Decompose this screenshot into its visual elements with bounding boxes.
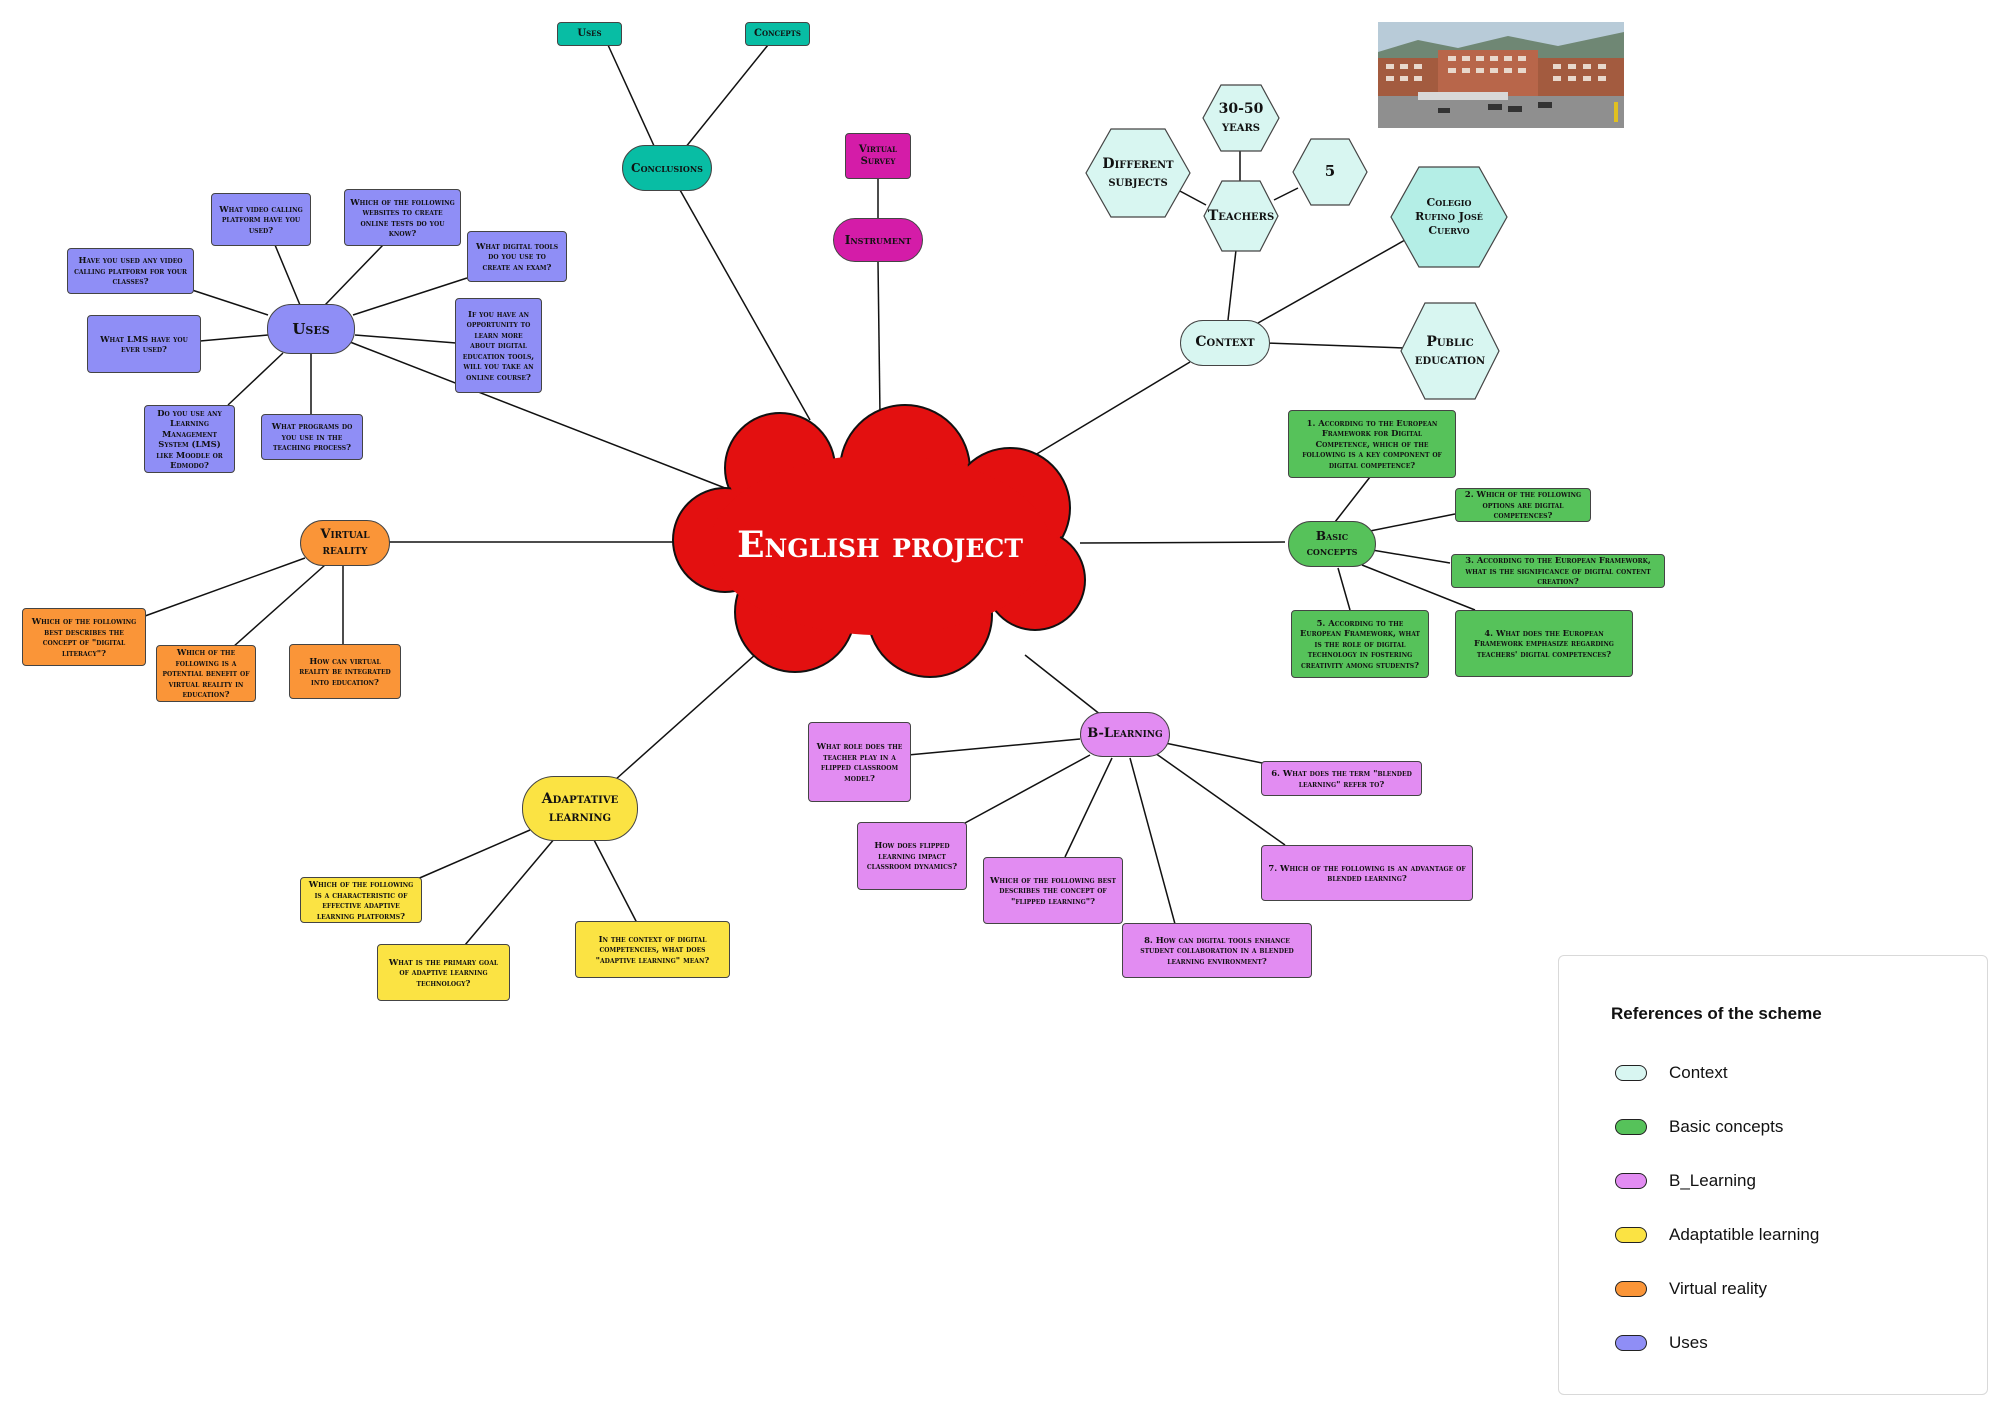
uses-question-online-course: If you have an opportunity to learn more… — [455, 298, 542, 393]
uses-question-video-platform: What video calling platform have you use… — [211, 193, 311, 246]
blearning-question-dynamics: How does flipped learning impact classro… — [857, 822, 967, 890]
basic-question-3: 3. According to the European Framework, … — [1451, 554, 1665, 588]
legend-swatch — [1615, 1173, 1647, 1189]
public-education-label: Public education — [1414, 333, 1486, 368]
uses-question-exam-tools: What digital tools do you use to create … — [467, 231, 567, 282]
legend-swatch — [1615, 1281, 1647, 1297]
teachers-label: Teachers — [1207, 207, 1275, 224]
legend-panel: References of the scheme Context Basic c… — [1558, 955, 1988, 1395]
legend-swatch — [1615, 1119, 1647, 1135]
school-label: Colegio Rufino José Cuervo — [1415, 195, 1483, 238]
blearning-question-7: 7. Which of the following is an advantag… — [1261, 845, 1473, 901]
legend-label: Basic concepts — [1669, 1117, 1784, 1136]
legend-label: Context — [1669, 1063, 1728, 1082]
blearning-question-flipped: Which of the following best describes th… — [983, 857, 1123, 924]
uses-question-programs: What programs do you use in the teaching… — [261, 414, 363, 460]
adaptative-learning-node: Adaptative learning — [522, 776, 638, 841]
basic-question-5: 5. According to the European Framework, … — [1291, 610, 1429, 678]
blearning-question-8: 8. How can digital tools enhance student… — [1122, 923, 1312, 978]
blearning-question-6: 6. What does the term "blended learning"… — [1261, 761, 1422, 796]
legend-item-uses: Uses — [1615, 1331, 1708, 1355]
legend-label: Adaptatible learning — [1669, 1225, 1820, 1244]
basic-question-4: 4. What does the European Framework emph… — [1455, 610, 1633, 677]
legend-item-context: Context — [1615, 1061, 1728, 1085]
uses-node: Uses — [267, 304, 355, 354]
uses-question-lms: What LMS have you ever used? — [87, 315, 201, 373]
instrument-node: Instrument — [833, 218, 923, 262]
legend-swatch — [1615, 1227, 1647, 1243]
adaptative-question-goal: What is the primary goal of adaptive lea… — [377, 944, 510, 1001]
basic-concepts-node: Basic concepts — [1288, 521, 1376, 567]
subjects-hex: Different subjects — [1085, 128, 1191, 218]
public-education-hex: Public education — [1400, 302, 1500, 400]
legend-label: Virtual reality — [1669, 1279, 1767, 1298]
center-title: English project — [737, 524, 1023, 566]
age-label: 30-50 years — [1218, 100, 1264, 135]
conclusions-uses-node: Uses — [557, 22, 622, 46]
school-hex: Colegio Rufino José Cuervo — [1390, 166, 1508, 268]
legend-swatch — [1615, 1065, 1647, 1081]
uses-question-lms-moodle: Do you use any Learning Management Syste… — [144, 405, 235, 473]
count-label: 5 — [1324, 162, 1336, 181]
basic-question-1: 1. According to the European Framework f… — [1288, 410, 1456, 478]
legend-item-virtual-reality: Virtual reality — [1615, 1277, 1767, 1301]
teachers-hex: Teachers — [1203, 180, 1279, 252]
age-hex: 30-50 years — [1202, 84, 1280, 152]
adaptative-question-meaning: In the context of digital competencies, … — [575, 921, 730, 978]
count-hex: 5 — [1292, 138, 1368, 206]
b-learning-node: B-Learning — [1080, 712, 1170, 757]
basic-question-2: 2. Which of the following options are di… — [1455, 488, 1591, 522]
legend-item-adaptable-learning: Adaptatible learning — [1615, 1223, 1819, 1247]
legend-title: References of the scheme — [1611, 1004, 1822, 1023]
virtual-reality-node: Virtual reality — [300, 520, 390, 566]
legend-item-b-learning: B_Learning — [1615, 1169, 1756, 1193]
legend-swatch — [1615, 1335, 1647, 1351]
blearning-question-role: What role does the teacher play in a fli… — [808, 722, 911, 802]
legend-item-basic-concepts: Basic concepts — [1615, 1115, 1783, 1139]
context-node: Context — [1180, 320, 1270, 366]
legend-label: B_Learning — [1669, 1171, 1756, 1190]
legend-label: Uses — [1669, 1333, 1708, 1352]
school-photo — [1378, 22, 1624, 128]
conclusions-concepts-node: Concepts — [745, 22, 810, 46]
conclusions-node: Conclusions — [622, 145, 712, 191]
uses-question-test-websites: Which of the following websites to creat… — [344, 189, 461, 246]
subjects-label: Different subjects — [1102, 155, 1174, 190]
virtual-survey-node: Virtual Survey — [845, 133, 911, 179]
adaptative-question-characteristic: Which of the following is a characterist… — [300, 877, 422, 923]
vr-question-literacy: Which of the following best describes th… — [22, 608, 146, 666]
vr-question-benefit: Which of the following is a potential be… — [156, 645, 256, 702]
vr-question-integration: How can virtual reality be integrated in… — [289, 644, 401, 699]
uses-question-video-classes: Have you used any video calling platform… — [67, 248, 194, 294]
